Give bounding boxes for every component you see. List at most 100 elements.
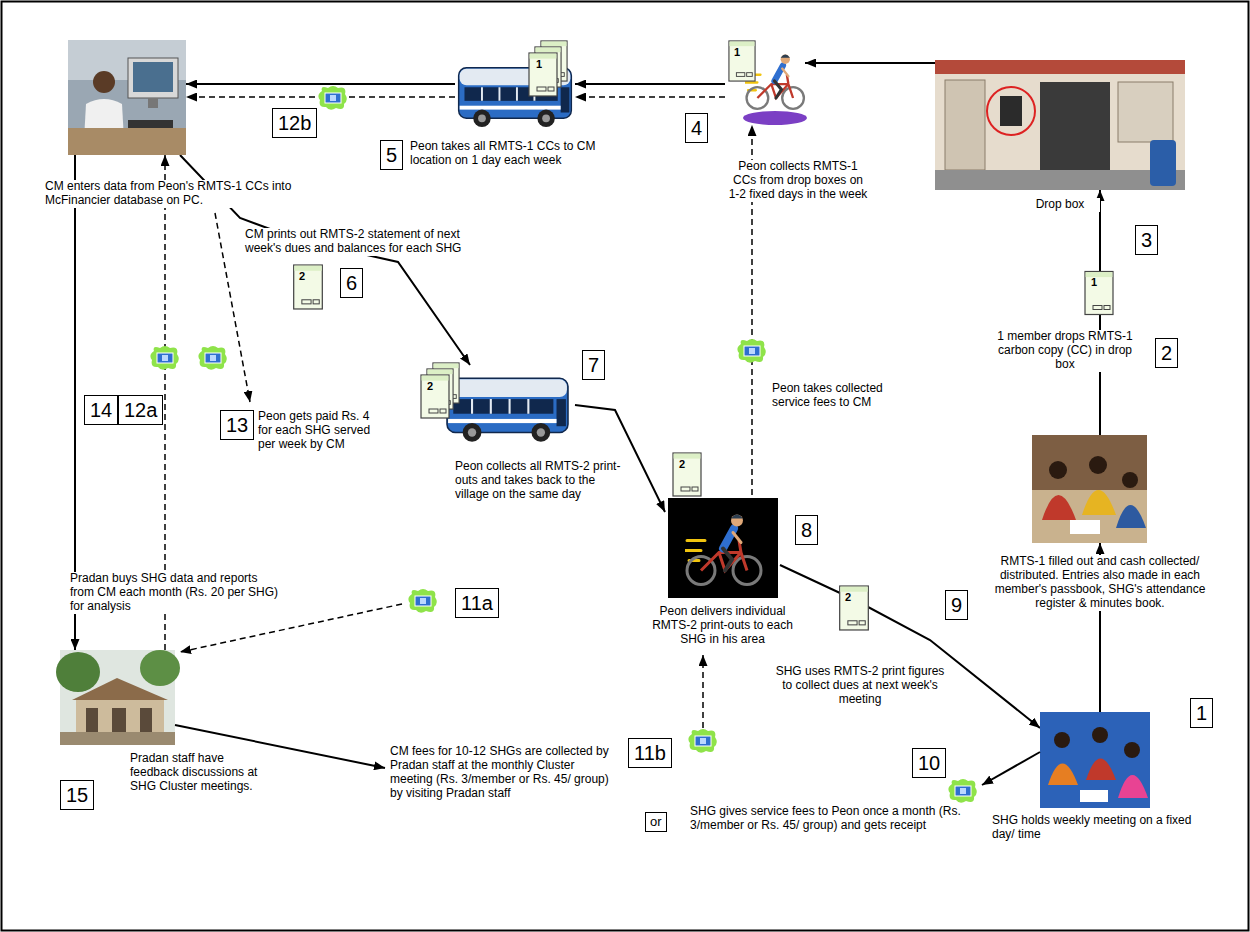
flow-arrow bbox=[575, 83, 725, 85]
computer-operator-photo bbox=[68, 40, 186, 155]
figure-node: CM enters data from Peon's RMTS-1 CCs in… bbox=[68, 40, 186, 155]
callout-number: 6 bbox=[340, 268, 363, 298]
pradan-office-photo bbox=[76, 700, 164, 732]
drop-box-photo bbox=[935, 60, 1185, 190]
pradan-office-photo bbox=[56, 652, 100, 692]
callout-number: 4 bbox=[685, 113, 708, 143]
document-number: 1 bbox=[1091, 276, 1097, 288]
fee-arrow bbox=[702, 655, 704, 728]
bus-to-cm bbox=[459, 41, 572, 127]
document-number: 2 bbox=[845, 591, 851, 603]
rmts-2-printout bbox=[840, 586, 869, 630]
edge-label: 1 member drops RMTS-1 carbon copy (CC) i… bbox=[990, 330, 1140, 372]
callout-number: 13 bbox=[220, 410, 254, 440]
figure-node: SHG holds weekly meeting on a fixed day/… bbox=[1040, 712, 1150, 808]
node-caption: Peon takes all RMTS-1 CCs to CM location… bbox=[410, 140, 615, 168]
node-caption: Peon collects all RMTS-2 print-outs and … bbox=[455, 460, 625, 502]
document-number: 1 bbox=[536, 58, 542, 70]
note-text: CM fees for 10-12 SHGs are collected by … bbox=[390, 745, 620, 801]
bus-to-village bbox=[421, 375, 449, 418]
or-box: or bbox=[645, 812, 667, 832]
note-text: Peon gets paid Rs. 4 for each SHG served… bbox=[258, 410, 386, 452]
shg-meeting-photo bbox=[1032, 435, 1147, 543]
node-caption: Peon collects RMTS-1 CCs from drop boxes… bbox=[728, 160, 868, 202]
shg-meeting-photo bbox=[1032, 435, 1147, 543]
node-caption: Pradan staff have feedback discussions a… bbox=[130, 752, 265, 794]
shg-weekly-meeting-photo bbox=[1092, 727, 1108, 743]
figure-node: Pradan buys SHG data and reports from CM… bbox=[60, 650, 175, 745]
edge-label: Peon takes collected service fees to CM bbox=[772, 382, 902, 410]
computer-operator-photo bbox=[148, 98, 158, 108]
flow-arrow bbox=[575, 96, 725, 98]
drop-box-photo bbox=[1150, 140, 1176, 186]
pradan-office-photo bbox=[140, 708, 152, 732]
drop-box-photo bbox=[987, 87, 1035, 135]
money-icon bbox=[737, 339, 765, 363]
callout-number: 7 bbox=[582, 350, 605, 380]
callout-number: 11a bbox=[455, 588, 499, 618]
money-icon bbox=[408, 589, 436, 613]
callout-number: 10 bbox=[912, 748, 946, 778]
cyclist-delivery bbox=[673, 453, 701, 496]
edge-label: CM prints out RMTS-2 statement of next w… bbox=[245, 228, 465, 256]
rmts-2-statement bbox=[294, 265, 323, 309]
computer-operator-photo bbox=[128, 120, 173, 128]
flow-arrow bbox=[186, 83, 455, 85]
shg-meeting-photo bbox=[1049, 461, 1067, 479]
figure-node: RMTS-1 filled out and cash collected/ di… bbox=[1032, 435, 1147, 543]
document-number: 2 bbox=[679, 458, 685, 470]
cyclist-delivery bbox=[668, 453, 778, 598]
money-icon bbox=[318, 86, 346, 110]
shg-meeting-photo bbox=[1070, 520, 1100, 534]
callout-number: 12b bbox=[272, 108, 317, 138]
pradan-office-photo bbox=[60, 732, 175, 745]
fee-arrow bbox=[982, 752, 1040, 785]
node-caption: CM enters data from Peon's RMTS-1 CCs in… bbox=[45, 180, 310, 208]
callout-number: 2 bbox=[1155, 338, 1178, 368]
bus-to-village bbox=[421, 363, 568, 442]
shg-meeting-photo bbox=[1089, 456, 1107, 474]
drop-box-photo bbox=[945, 80, 985, 170]
callout-number: 14 bbox=[84, 395, 118, 425]
bus-to-cm bbox=[529, 53, 557, 96]
cyclist-collector bbox=[729, 41, 807, 125]
callout-number: 8 bbox=[795, 515, 818, 545]
shg-weekly-meeting-photo bbox=[1040, 712, 1150, 808]
edge-label: SHG uses RMTS-2 print figures to collect… bbox=[770, 665, 950, 707]
drop-box-photo bbox=[935, 170, 1185, 190]
pradan-office-photo bbox=[72, 678, 168, 700]
computer-operator-photo bbox=[133, 62, 173, 92]
node-caption: SHG holds weekly meeting on a fixed day/… bbox=[992, 814, 1207, 842]
drop-box-photo bbox=[935, 60, 1185, 190]
shg-weekly-meeting-photo bbox=[1054, 732, 1070, 748]
callout-number: 11b bbox=[628, 738, 672, 768]
bus-to-village bbox=[447, 378, 568, 442]
money-icon bbox=[688, 729, 716, 753]
cyclist-delivery bbox=[668, 498, 778, 598]
figure-node: Peon takes all RMTS-1 CCs to CM location… bbox=[455, 40, 575, 130]
pradan-office-photo bbox=[112, 708, 126, 732]
shg-meeting-photo bbox=[1042, 495, 1076, 520]
shg-weekly-meeting-photo bbox=[1124, 742, 1140, 758]
drop-box-photo bbox=[1118, 82, 1173, 142]
shg-meeting-photo bbox=[1122, 472, 1138, 488]
node-caption: Drop box bbox=[1020, 198, 1100, 212]
shg-weekly-meeting-photo bbox=[1040, 712, 1150, 808]
pradan-office-photo bbox=[86, 708, 98, 732]
pradan-office-photo bbox=[56, 650, 180, 745]
callout-number: 12a bbox=[118, 395, 163, 425]
figure-node: Peon delivers individual RMTS-2 print-ou… bbox=[665, 495, 780, 600]
money-icon bbox=[948, 779, 976, 803]
callout-number: 3 bbox=[1135, 225, 1158, 255]
computer-operator-photo bbox=[93, 71, 115, 93]
drop-box-photo bbox=[1040, 82, 1110, 170]
computer-operator-photo bbox=[68, 128, 186, 155]
shg-weekly-meeting-photo bbox=[1118, 775, 1148, 798]
cyclist-collector bbox=[743, 111, 807, 125]
money-icon bbox=[150, 346, 178, 370]
callout-number: 5 bbox=[380, 140, 403, 170]
figure-node: Peon collects all RMTS-2 print-outs and … bbox=[420, 365, 575, 445]
node-caption: Pradan buys SHG data and reports from CM… bbox=[70, 572, 280, 614]
callout-number: 1 bbox=[1190, 698, 1213, 728]
